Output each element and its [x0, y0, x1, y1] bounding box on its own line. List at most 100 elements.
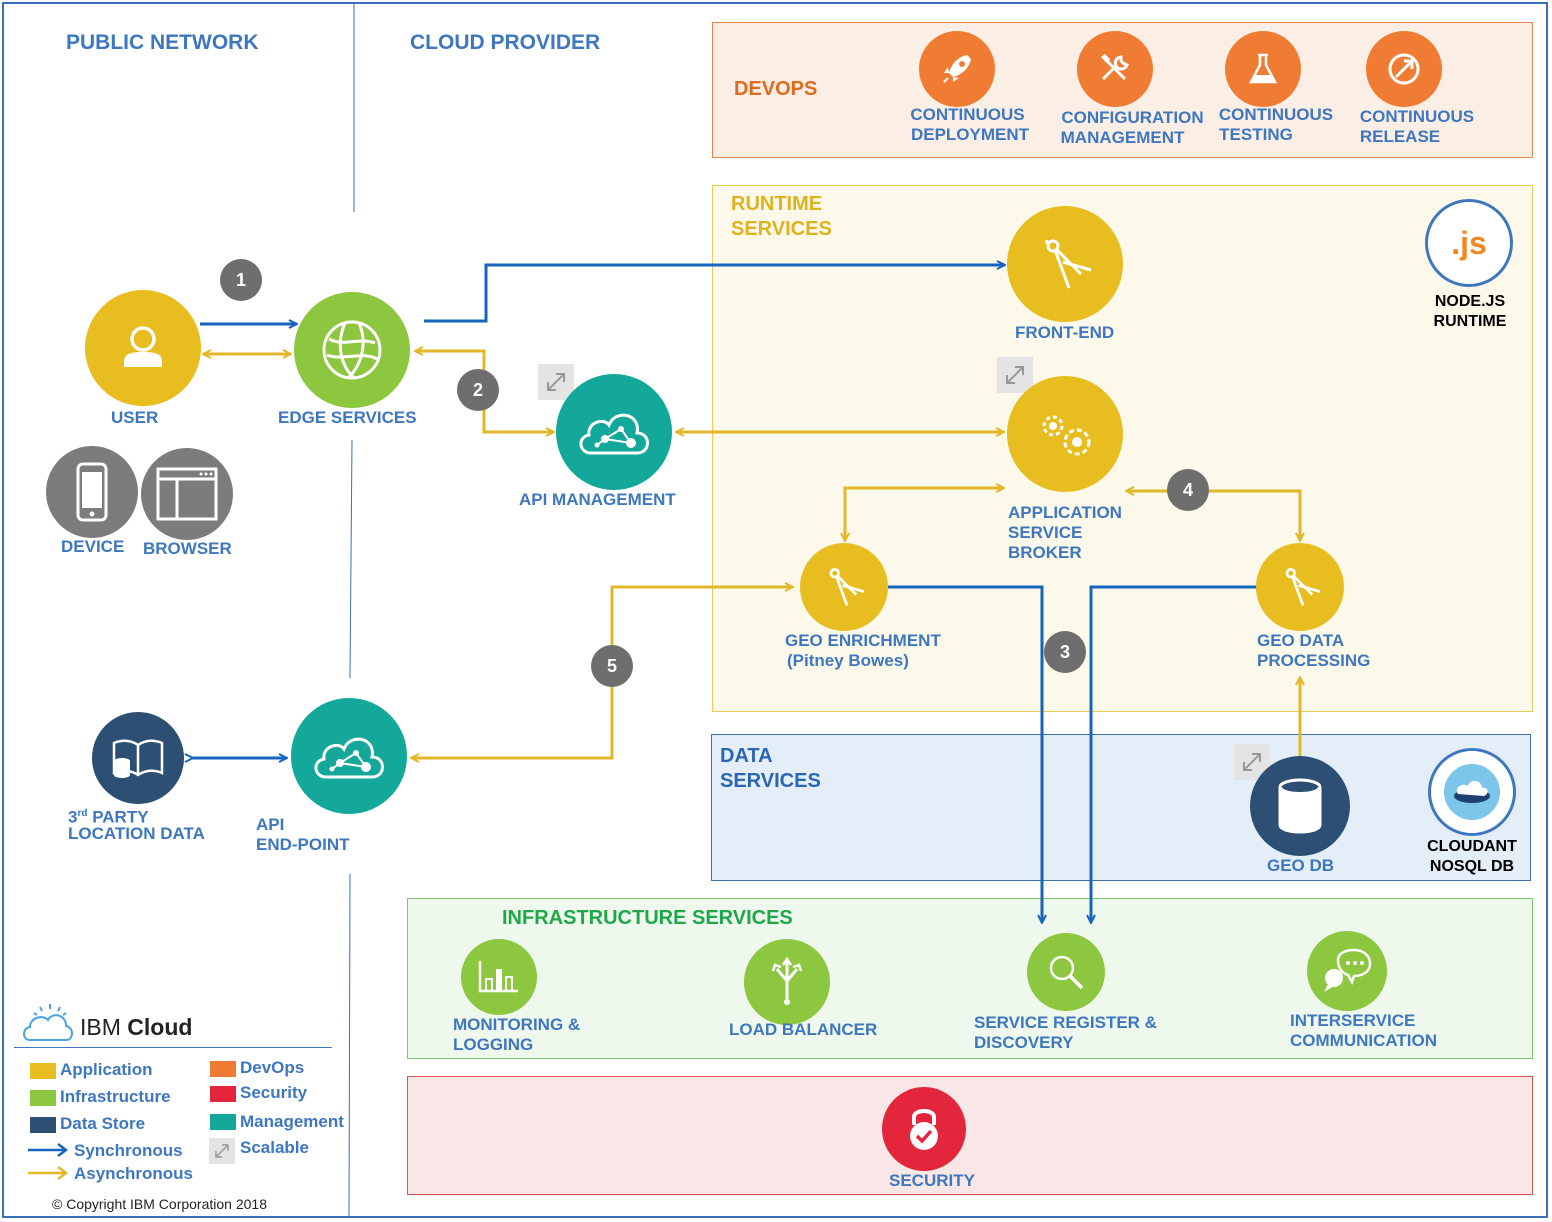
legend-label-application: Application	[60, 1060, 153, 1079]
third-party-number: 3	[68, 807, 78, 827]
third-party-label-1: 3rd PARTY	[68, 804, 149, 828]
ibm-cloud-logo-icon	[20, 1000, 74, 1046]
application-service-broker-label-3: BROKER	[1008, 543, 1082, 562]
data-services-zone	[711, 734, 1531, 881]
security-lock-icon	[882, 1087, 966, 1171]
step-4-marker: 4	[1167, 469, 1209, 511]
runtime-heading-line1: RUNTIME	[731, 193, 823, 215]
step-5-marker: 5	[591, 645, 633, 687]
step-1-marker: 1	[220, 259, 262, 301]
cloudant-logo-icon	[1428, 748, 1516, 836]
edge-services-icon	[294, 292, 410, 408]
public-network-heading: PUBLIC NETWORK	[66, 31, 259, 54]
continuous-deployment-label-1: CONTINUOUS	[910, 105, 1025, 124]
ibm-cloud-brand-prefix: IBM	[80, 1014, 121, 1040]
third-party-location-data-icon	[92, 712, 184, 804]
geo-data-processing-label-1: GEO DATA	[1257, 631, 1345, 650]
nodejs-badge-text: .js	[1451, 224, 1487, 261]
copyright-text: © Copyright IBM Corporation 2018	[52, 1196, 267, 1212]
user-icon	[85, 290, 201, 406]
monitoring-logging-label-1: MONITORING &	[453, 1015, 581, 1034]
legend-swatch-data-store	[30, 1117, 56, 1133]
geo-enrichment-label-1: GEO ENRICHMENT	[785, 631, 941, 650]
cloud-provider-heading: CLOUD PROVIDER	[410, 31, 601, 54]
configuration-management-label-1: CONFIGURATION	[1061, 108, 1204, 127]
legend-scalable-icon	[209, 1138, 235, 1164]
service-registry-label-2: DISCOVERY	[974, 1033, 1074, 1052]
security-zone	[407, 1076, 1533, 1195]
user-label: USER	[111, 408, 159, 427]
continuous-testing-icon	[1225, 31, 1301, 107]
continuous-release-label-2: RELEASE	[1359, 127, 1441, 146]
monitoring-logging-icon	[461, 939, 537, 1015]
browser-label: BROWSER	[143, 539, 232, 558]
api-endpoint-icon	[291, 698, 407, 814]
third-party-suffix: rd	[77, 808, 88, 819]
legend-label-asynchronous: Asynchronous	[74, 1164, 194, 1183]
load-balancer-icon	[744, 939, 830, 1025]
geo-data-processing-icon	[1256, 543, 1344, 631]
legend-swatch-devops	[210, 1061, 236, 1077]
sync-enrichment-to-registry	[888, 585, 1042, 922]
scalable-icon	[997, 357, 1033, 393]
geo-db-label: GEO DB	[1267, 856, 1335, 875]
application-service-broker-icon	[1007, 376, 1123, 492]
sync-processing-to-registry	[1091, 585, 1257, 922]
legend-label-security: Security	[240, 1083, 308, 1102]
network-divider	[349, 439, 353, 679]
interservice-communication-label-1: INTERSERVICE	[1290, 1011, 1416, 1030]
data-services-heading-line1: DATA	[720, 745, 773, 767]
devops-heading: DEVOPS	[734, 78, 818, 100]
load-balancer-label: LOAD BALANCER	[729, 1020, 878, 1039]
application-service-broker-label-2: SERVICE	[1008, 523, 1083, 542]
async-broker-processing	[1127, 491, 1300, 540]
third-party-text: PARTY	[92, 807, 149, 827]
sync-edge-to-frontend	[424, 265, 1004, 323]
monitoring-logging-label-2: LOGGING	[453, 1035, 534, 1054]
continuous-release-label-1: CONTINUOUS	[1359, 107, 1475, 126]
interservice-communication-label-2: COMMUNICATION	[1290, 1031, 1437, 1050]
configuration-management-label-2: MANAGEMENT	[1060, 128, 1185, 147]
nodejs-logo-icon: .js	[1425, 199, 1513, 287]
api-management-icon	[556, 374, 672, 490]
continuous-testing-label-2: TESTING	[1219, 125, 1293, 144]
step-3-marker: 3	[1044, 631, 1086, 673]
interservice-communication-icon	[1307, 931, 1387, 1011]
geo-data-processing-label-2: PROCESSING	[1257, 651, 1371, 670]
device-label: DEVICE	[61, 537, 125, 556]
step-2-marker: 2	[457, 369, 499, 411]
legend-swatch-infrastructure	[30, 1090, 56, 1106]
legend-divider	[14, 1047, 332, 1048]
runtime-heading-line2: SERVICES	[731, 218, 832, 240]
cloudant-label-1: CLOUDANT	[1427, 838, 1517, 855]
front-end-icon	[1007, 206, 1123, 322]
service-registry-label-1: SERVICE REGISTER &	[974, 1013, 1157, 1032]
geo-enrichment-label-2: (Pitney Bowes)	[787, 651, 909, 670]
legend-sync-arrow	[28, 1143, 69, 1157]
edge-services-label: EDGE SERVICES	[278, 408, 417, 427]
ibm-cloud-brand-bold: Cloud	[127, 1014, 193, 1040]
api-management-label: API MANAGEMENT	[519, 490, 676, 509]
legend-label-synchronous: Synchronous	[74, 1141, 183, 1160]
nodejs-runtime-label-2: RUNTIME	[1433, 313, 1507, 330]
async-broker-enrichment	[845, 488, 1003, 540]
api-endpoint-label-1: API	[256, 815, 285, 834]
data-services-heading-line2: SERVICES	[720, 770, 821, 792]
device-icon	[46, 446, 138, 538]
service-registry-icon	[1027, 933, 1105, 1011]
continuous-testing-label-1: CONTINUOUS	[1218, 105, 1334, 124]
legend-label-management: Management	[240, 1112, 344, 1131]
ibm-cloud-brand: IBM Cloud	[80, 1014, 192, 1041]
cloudant-label-2: NOSQL DB	[1429, 858, 1515, 875]
legend-async-arrow	[28, 1166, 69, 1180]
browser-icon	[141, 448, 233, 540]
third-party-label-2: LOCATION DATA	[68, 824, 205, 843]
scalable-icon	[538, 364, 574, 400]
network-divider	[348, 873, 351, 1217]
legend-swatch-security	[210, 1086, 236, 1102]
configuration-management-icon	[1077, 31, 1153, 107]
geo-db-icon	[1250, 756, 1350, 856]
api-endpoint-label-2: END-POINT	[256, 835, 350, 854]
legend-label-devops: DevOps	[240, 1058, 305, 1077]
